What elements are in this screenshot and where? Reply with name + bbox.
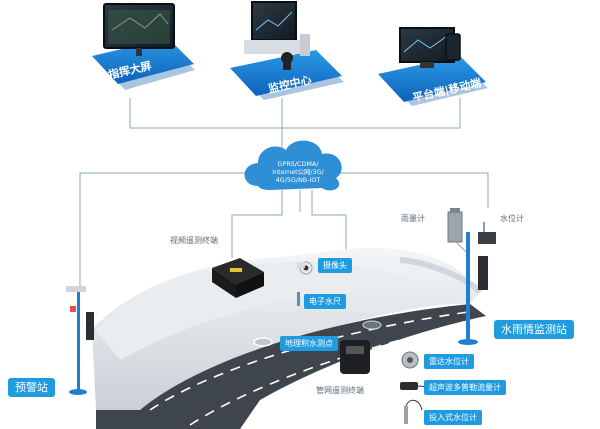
road [96,304,486,429]
water-ruler-tag: 电子水尺 [304,294,346,309]
video-terminal-label: 视频遥测终端 [170,236,218,245]
warning-station-tag: 预警站 [8,378,55,397]
monitor-station-pole [447,208,496,345]
video-terminal-device [212,258,264,298]
ultrasonic-tag: 超声波多普勒流量计 [424,380,506,395]
radar-level-icon [401,351,419,369]
camera-icon [297,261,313,275]
monitor-center-node [230,1,344,100]
phone-icon [445,33,461,61]
water-level-gauge-label: 水位计 [500,214,524,223]
pipe-terminal-device [340,340,370,374]
cloud-text-1: GPRS/CDMA/ [277,160,319,168]
low-water-point-tag: 地理积水测点 [280,336,338,351]
connection-lines [79,98,489,341]
monitor-icon [251,1,297,41]
submersible-icon [404,399,423,424]
network-cloud [244,140,342,191]
cloud-text-3: 4G/5G/NB-IOT [275,176,321,184]
command-screen-node [92,3,195,90]
water-ruler-icon [297,292,300,306]
monitor-icon [399,27,455,63]
rain-gauge-label: 雨量计 [401,214,425,223]
monitor-station-tag: 水雨情监测站 [494,320,574,339]
pipe-terminal-label: 管网遥测终端 [316,386,364,395]
cloud-text-2: Internet公网/3G/ [272,168,324,176]
platform-mobile-node [378,27,488,106]
warning-station-pole [66,286,94,395]
camera-tag: 摄像头 [318,258,352,273]
radar-level-tag: 雷达水位计 [424,354,474,369]
submersible-tag: 投入式水位计 [424,410,482,425]
tunnel-scene [92,247,486,429]
